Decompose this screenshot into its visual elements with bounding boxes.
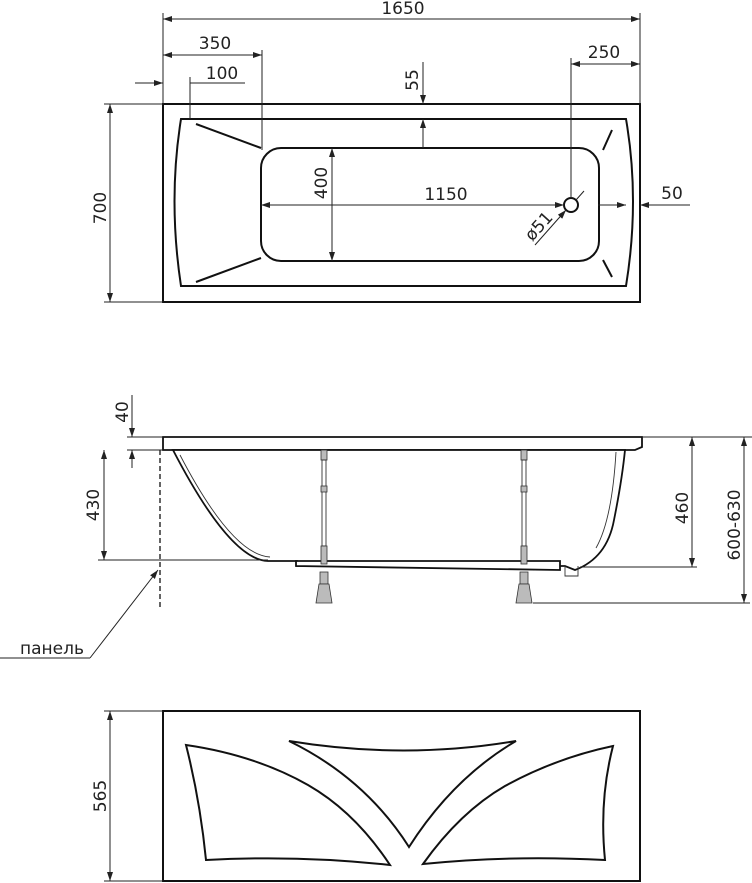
dim-rim-width-top: 55	[403, 69, 423, 91]
drain-hole	[563, 197, 579, 213]
tub-body-inner-line	[179, 454, 271, 558]
dim-tub-depth: 460	[673, 492, 693, 524]
dim-end-offset: 100	[206, 64, 238, 84]
side-view: 40 430 460 600-630 панель	[0, 395, 752, 659]
corner-wedge-top-left	[195, 123, 262, 149]
corner-mark-bottom-right	[602, 259, 613, 278]
corner-wedge-bottom-left	[195, 257, 262, 283]
panel-decor-right	[420, 744, 615, 866]
leg-left	[315, 449, 333, 604]
rim-top	[162, 436, 643, 451]
dim-width: 700	[91, 192, 111, 224]
leg-right	[515, 449, 533, 604]
dim-drain-diameter: ø51	[521, 208, 557, 245]
tub-body-inner-line-right	[595, 451, 617, 549]
dim-drain-offset: 250	[588, 43, 620, 63]
panel-decor-center	[288, 740, 517, 849]
dim-overall-height: 600-630	[725, 489, 745, 560]
tub-body	[171, 449, 626, 571]
dim-side-rim: 50	[661, 184, 683, 204]
panel-decor-left	[184, 743, 393, 867]
dim-rim-thickness: 40	[113, 401, 133, 423]
top-view: 1650 350 100 55 250 700 400 1150 ø51	[91, 0, 690, 303]
tub-inner-rim	[173, 118, 634, 287]
dim-length: 1650	[381, 0, 424, 19]
dim-rim-offset: 350	[199, 34, 231, 54]
dim-panel-height-front: 565	[91, 780, 111, 812]
dim-panel-height: 430	[84, 489, 104, 521]
corner-mark-top-right	[602, 129, 613, 151]
dim-bottom-width: 400	[312, 167, 332, 199]
frame-bar	[295, 560, 561, 571]
tub-outer-outline	[162, 103, 641, 303]
dim-bottom-length: 1150	[424, 185, 467, 205]
front-panel-outline	[162, 710, 641, 882]
drain-outlet	[564, 566, 579, 577]
front-panel-view: 565	[91, 710, 641, 882]
panel-label: панель	[20, 639, 84, 659]
